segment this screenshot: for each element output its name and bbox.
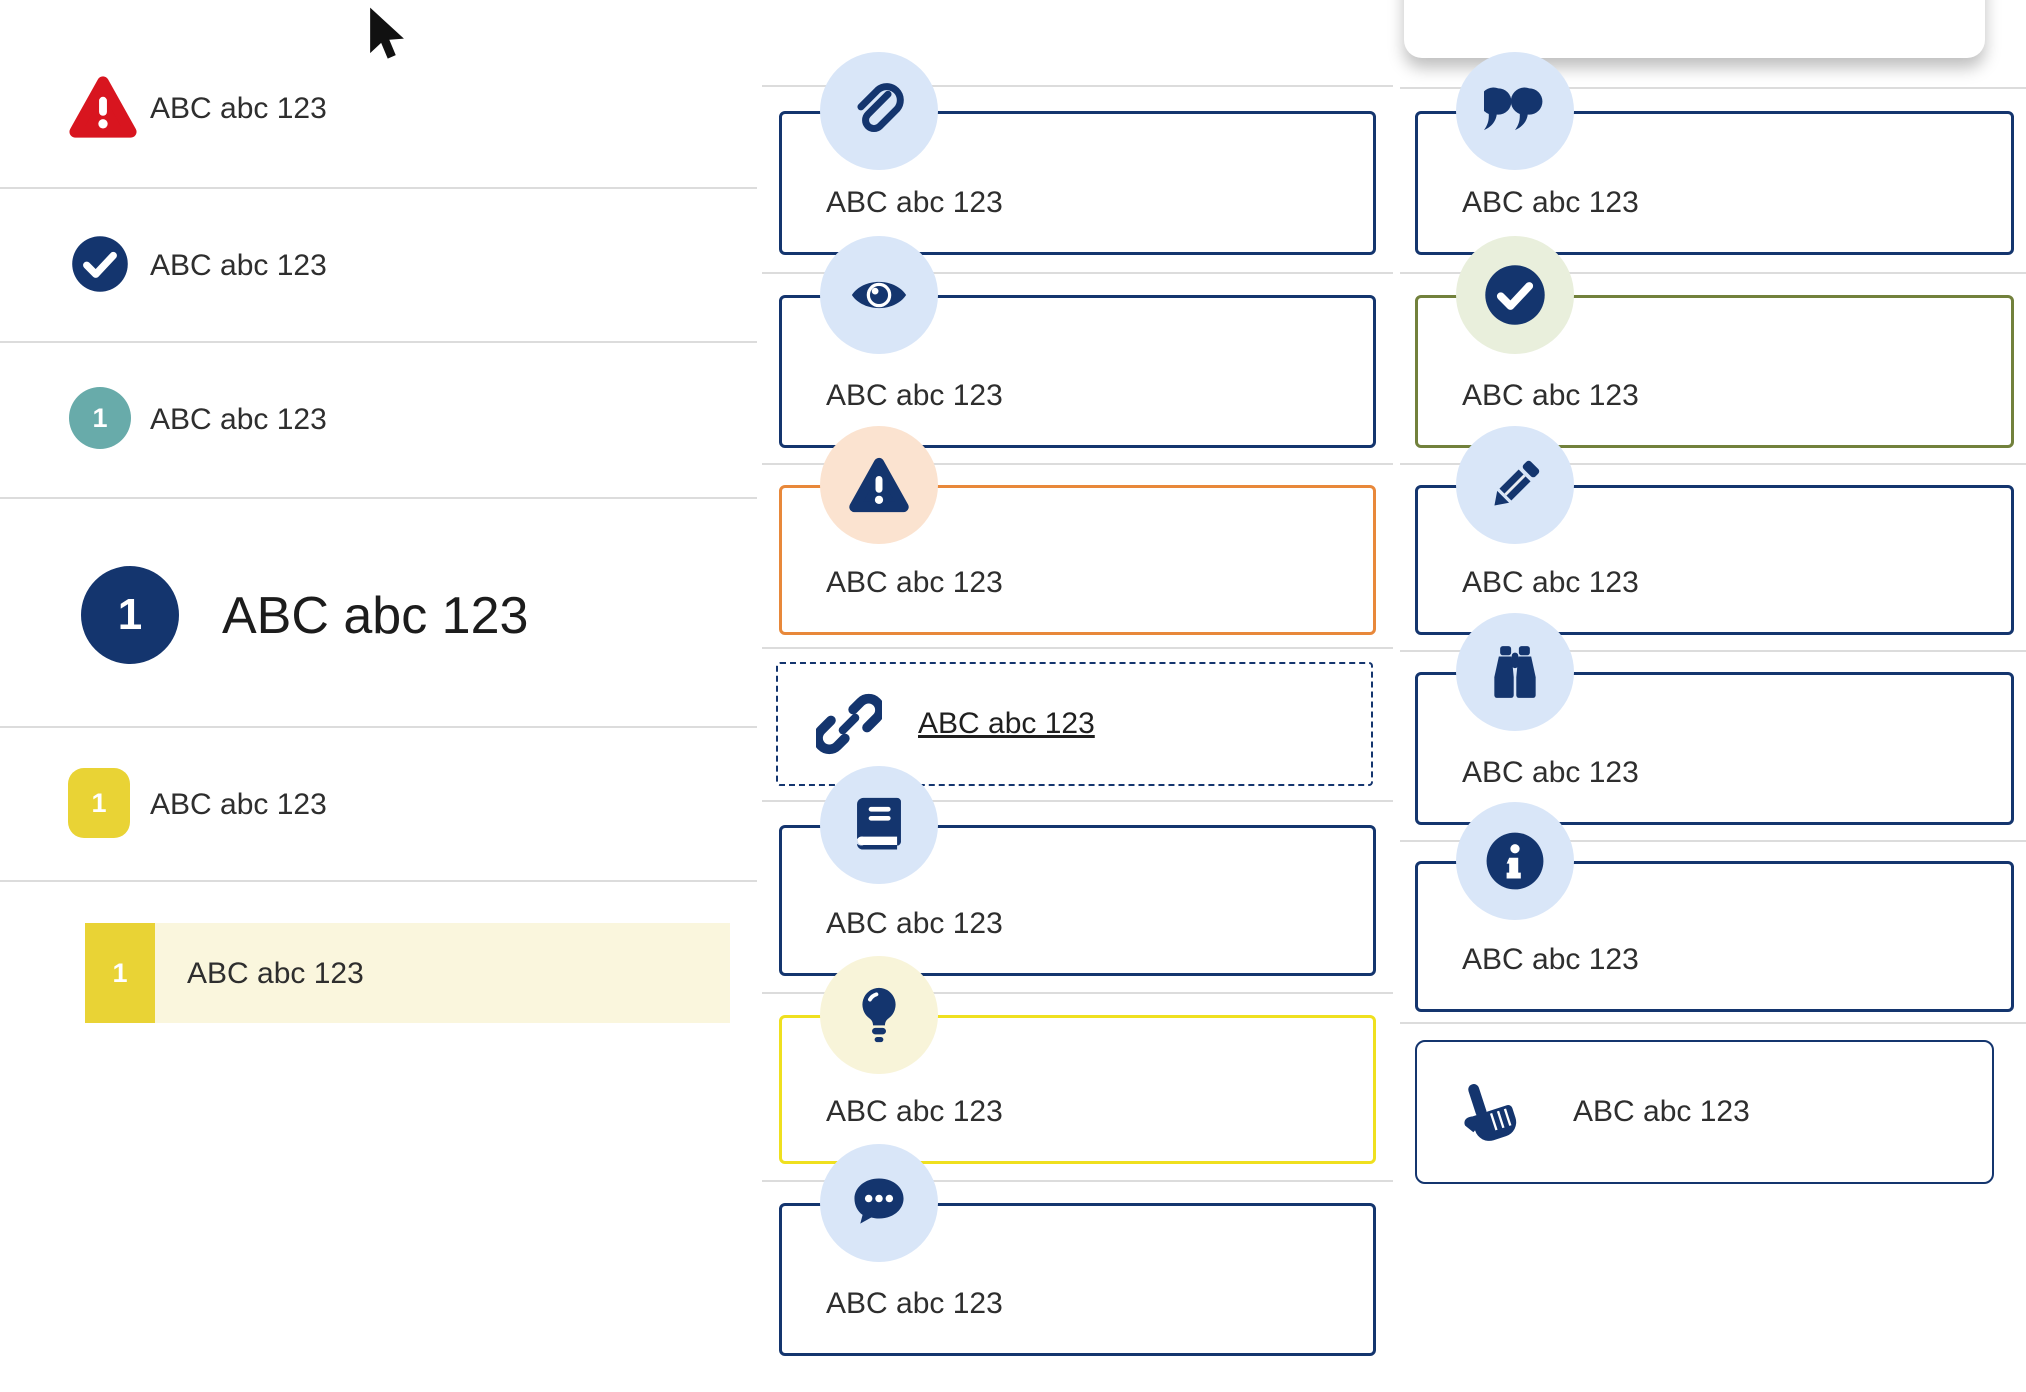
divider <box>762 992 1393 994</box>
info-circle-icon <box>1456 802 1574 920</box>
callout-edit[interactable]: ABC abc 123 <box>1415 426 2014 635</box>
lightbulb-icon <box>820 956 938 1074</box>
divider <box>0 187 757 189</box>
divider <box>762 272 1393 274</box>
callout-success[interactable]: ABC abc 123 <box>1415 236 2014 448</box>
divider <box>1400 463 2026 465</box>
callout-quote[interactable]: ABC abc 123 <box>1415 52 2014 255</box>
link-icon <box>816 693 882 755</box>
list-item-label-large: ABC abc 123 <box>222 587 529 645</box>
check-circle-icon <box>72 236 128 292</box>
divider <box>1400 650 2026 652</box>
callout-action[interactable]: ABC abc 123 <box>1415 1040 1994 1184</box>
callout-label: ABC abc 123 <box>826 186 1003 219</box>
list-item-label: ABC abc 123 <box>187 957 364 990</box>
callout-label: ABC abc 123 <box>1462 943 1639 976</box>
callout-reference[interactable]: ABC abc 123 <box>779 766 1376 976</box>
divider <box>762 800 1393 802</box>
divider <box>1400 87 2026 89</box>
teal-number-circle: 1 <box>69 387 131 449</box>
book-icon <box>820 766 938 884</box>
divider <box>0 341 757 343</box>
paperclip-icon <box>820 52 938 170</box>
callout-warning[interactable]: ABC abc 123 <box>779 426 1376 635</box>
callout-link-text[interactable]: ABC abc 123 <box>918 707 1095 740</box>
callout-attachment[interactable]: ABC abc 123 <box>779 52 1376 255</box>
divider <box>0 880 757 882</box>
callout-discussion[interactable]: ABC abc 123 <box>779 1144 1376 1356</box>
pencil-icon <box>1456 426 1574 544</box>
callout-label: ABC abc 123 <box>1462 186 1639 219</box>
list-item-label: ABC abc 123 <box>150 403 327 436</box>
check-circle-icon <box>1456 236 1574 354</box>
callout-tip[interactable]: ABC abc 123 <box>779 956 1376 1164</box>
divider <box>762 85 1393 87</box>
list-item-label: ABC abc 123 <box>150 249 327 282</box>
callout-label: ABC abc 123 <box>1462 566 1639 599</box>
divider <box>1400 1022 2026 1024</box>
divider <box>1400 272 2026 274</box>
callout-explore[interactable]: ABC abc 123 <box>1415 613 2014 825</box>
chat-bubble-icon <box>820 1144 938 1262</box>
hand-pointer-icon <box>1464 1084 1517 1141</box>
alert-triangle-icon <box>69 76 137 138</box>
list-item-label: ABC abc 123 <box>150 788 327 821</box>
callout-label: ABC abc 123 <box>826 566 1003 599</box>
yellow-number-square: 1 <box>68 768 130 838</box>
divider <box>1400 840 2026 842</box>
yellow-number-square: 1 <box>85 923 155 1023</box>
divider <box>762 1180 1393 1182</box>
binoculars-icon <box>1456 613 1574 731</box>
callout-watch[interactable]: ABC abc 123 <box>779 236 1376 448</box>
mouse-cursor-icon <box>368 6 406 61</box>
highlight-band <box>85 923 730 1023</box>
divider <box>0 726 757 728</box>
callout-label: ABC abc 123 <box>1462 379 1639 412</box>
callout-label: ABC abc 123 <box>826 1095 1003 1128</box>
list-item-label: ABC abc 123 <box>150 92 327 125</box>
callout-label: ABC abc 123 <box>826 379 1003 412</box>
scrolled-card-bottom <box>1404 0 1985 58</box>
callout-link[interactable]: ABC abc 123 <box>776 662 1373 786</box>
warning-triangle-icon <box>820 426 938 544</box>
quote-icon <box>1456 52 1574 170</box>
callout-label: ABC abc 123 <box>826 907 1003 940</box>
callout-label: ABC abc 123 <box>1573 1095 1750 1128</box>
navy-number-circle-large: 1 <box>81 566 179 664</box>
callout-label: ABC abc 123 <box>826 1287 1003 1320</box>
divider <box>0 497 757 499</box>
divider <box>762 463 1393 465</box>
eye-icon <box>820 236 938 354</box>
callout-label: ABC abc 123 <box>1462 756 1639 789</box>
divider <box>762 647 1393 649</box>
callout-info[interactable]: ABC abc 123 <box>1415 802 2014 1012</box>
